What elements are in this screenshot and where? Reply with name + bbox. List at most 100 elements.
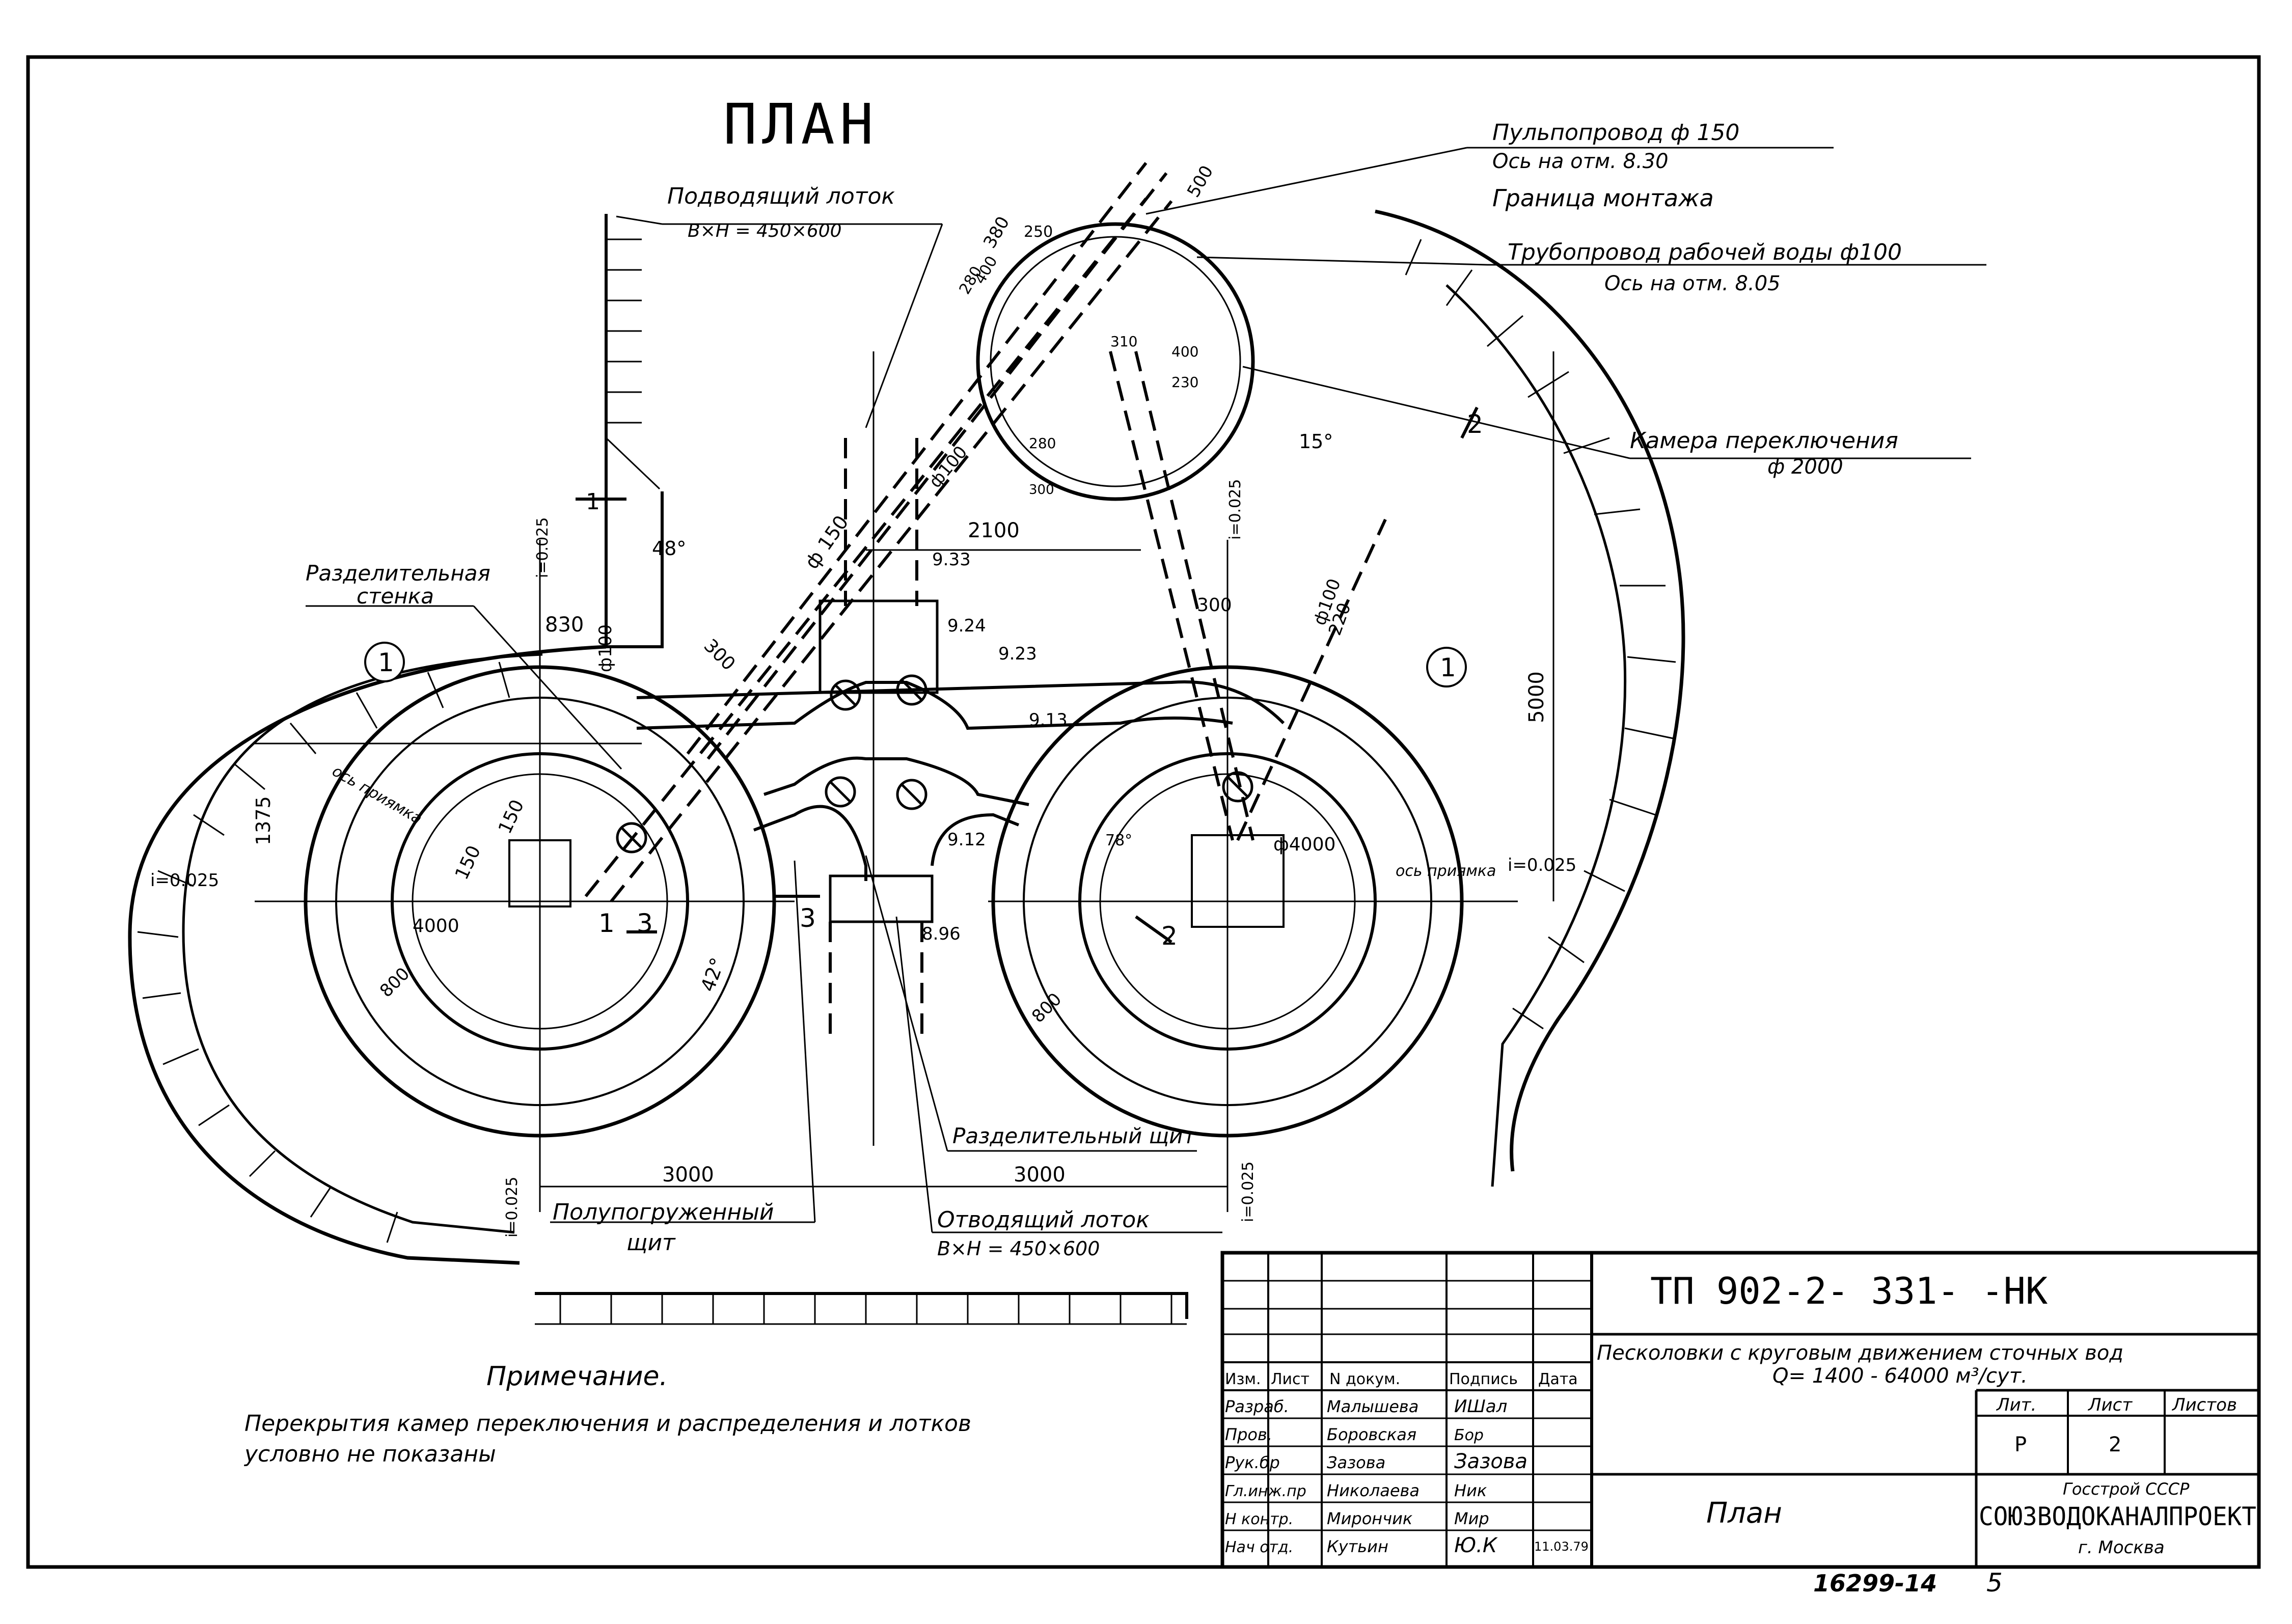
elev-912: 9.12	[947, 830, 986, 850]
sheet-frame	[26, 55, 2261, 1569]
dim-angle-15: 15°	[1299, 430, 1333, 453]
embankment-left	[128, 214, 664, 1265]
distribution-channels	[636, 599, 1285, 923]
signature-5: Ю.К	[1454, 1534, 1498, 1557]
dim-150-b: 150	[451, 842, 485, 883]
page-title: ПЛАН	[723, 92, 879, 157]
dim-830: 830	[545, 613, 584, 637]
header-sign: Подпись	[1449, 1370, 1518, 1388]
dim-310: 310	[1110, 333, 1137, 350]
label-outlet-tray: Отводящий лоток	[937, 1207, 1150, 1233]
org-3: г. Москва	[2078, 1537, 2165, 1558]
label-pulp-pipe: Пульпопровод ф 150	[1492, 120, 1739, 146]
name-0: Малышева	[1327, 1397, 1418, 1416]
dim-300-left: 300	[700, 635, 740, 675]
section-mark-1-left: 1	[598, 909, 615, 938]
org-1: Госстрой СССР	[2063, 1479, 2190, 1499]
dim-4000: 4000	[413, 916, 459, 937]
label-inlet-tray: Подводящий лоток	[667, 183, 895, 209]
label-partition-gate: Разделительный щит	[952, 1123, 1196, 1148]
dim-250: 250	[1024, 223, 1053, 241]
note-line-2: условно не показаны	[243, 1441, 496, 1467]
dim-300-chamber: 300	[1029, 482, 1054, 498]
section-mark-1-top: 1	[586, 489, 600, 515]
role-2: Рук.бр	[1225, 1453, 1280, 1472]
dim-5000: 5000	[1525, 671, 1548, 723]
dim-1375: 1375	[252, 796, 275, 845]
sheet-value: 2	[2109, 1433, 2121, 1456]
role-5: Нач отд.	[1225, 1538, 1293, 1556]
archive-number: 16299-14	[1813, 1570, 1937, 1597]
role-1: Пров.	[1225, 1425, 1272, 1444]
label-work-pipe: Трубопровод рабочей воды ф100	[1508, 239, 1902, 265]
dim-800-right: 800	[1028, 989, 1066, 1027]
header-date: Дата	[1538, 1370, 1578, 1388]
slope-top-left: i=0.025	[534, 517, 552, 578]
dim-angle-78: 78°	[1105, 832, 1132, 849]
callout-markers	[364, 642, 1467, 687]
dim-phi100-left: ф100	[595, 624, 616, 672]
section-mark-2-top: 2	[1467, 409, 1483, 439]
dim-angle-48: 48°	[652, 537, 686, 560]
signature-3: Ник	[1454, 1481, 1487, 1500]
section-mark-3-center: 3	[800, 903, 816, 933]
section-mark-3-left: 3	[637, 909, 653, 938]
section-marks	[576, 406, 1479, 944]
label-inlet-size: B×H = 450×600	[688, 221, 842, 241]
lit-value: Р	[2014, 1433, 2027, 1456]
role-3: Гл.инж.пр	[1225, 1482, 1306, 1500]
title-block	[1220, 1251, 2261, 1569]
dim-400-right: 400	[1171, 343, 1198, 360]
center-lines	[255, 351, 1554, 1212]
header-list: Лист	[1271, 1370, 1309, 1388]
name-2: Зазова	[1327, 1453, 1385, 1472]
slope-right: i=0.025	[1508, 855, 1576, 875]
valves	[616, 674, 1253, 854]
label-axis-pr-right: ось приямка	[1396, 862, 1496, 880]
header-doc: N докум.	[1329, 1370, 1400, 1388]
drawing-code: ТП 902-2- 331- -НК	[1650, 1270, 2048, 1312]
name-1: Боровская	[1327, 1425, 1416, 1444]
sheet-name: План	[1706, 1497, 1782, 1530]
project-title-1: Песколовки с круговым движением сточных …	[1597, 1341, 2123, 1365]
label-partition-wall-2: стенка	[357, 584, 434, 609]
label-switch-chamber: Камера переключения	[1630, 428, 1898, 454]
label-partition-wall-1: Разделительная	[306, 561, 490, 586]
leader-lines	[306, 147, 1986, 1233]
name-4: Мирончик	[1327, 1509, 1413, 1528]
elev-913: 9.13	[1029, 710, 1068, 730]
dim-280-low: 280	[1029, 435, 1056, 452]
pipelines	[584, 162, 1387, 1039]
dim-3000-left: 3000	[662, 1163, 714, 1187]
project-title-2: Q= 1400 - 64000 м³/сут.	[1772, 1364, 2028, 1388]
elev-924: 9.24	[947, 616, 986, 636]
dim-150-a: 150	[495, 796, 528, 837]
elev-933: 9.33	[932, 549, 971, 570]
callout-1-right: 1	[1440, 653, 1456, 682]
section-mark-2-bottom: 2	[1161, 921, 1178, 951]
label-switch-diam: ф 2000	[1767, 455, 1843, 479]
date-last: 11.03.79	[1534, 1539, 1589, 1554]
signature-2: Зазова	[1454, 1450, 1527, 1473]
slope-bottom-right: i=0.025	[1239, 1162, 1257, 1222]
dim-230: 230	[1171, 374, 1198, 391]
header-sheet: Лист	[2087, 1395, 2133, 1415]
name-3: Николаева	[1327, 1481, 1420, 1500]
signature-4: Мир	[1454, 1509, 1489, 1528]
role-4: Н контр.	[1225, 1510, 1293, 1528]
page-number: 5	[1986, 1568, 2003, 1598]
elev-923: 9.23	[998, 644, 1037, 664]
label-mount-border: Граница монтажа	[1492, 184, 1714, 212]
header-izm: Изм.	[1225, 1370, 1261, 1388]
slope-bottom-left: i=0.025	[503, 1177, 521, 1237]
note-line-1: Перекрытия камер переключения и распреде…	[244, 1411, 971, 1437]
label-work-axis: Ось на отм. 8.05	[1604, 272, 1781, 295]
label-axis-pr-left: ось приямка	[329, 762, 425, 828]
header-sheets: Листов	[2171, 1395, 2237, 1415]
name-5: Кутьин	[1327, 1537, 1388, 1556]
dim-2100: 2100	[968, 519, 1020, 542]
dim-phi4000: ф4000	[1273, 834, 1335, 855]
label-semi-gate-2: щит	[626, 1230, 676, 1256]
signature-0: ИШал	[1454, 1396, 1507, 1417]
dim-380: 380	[979, 213, 1014, 252]
